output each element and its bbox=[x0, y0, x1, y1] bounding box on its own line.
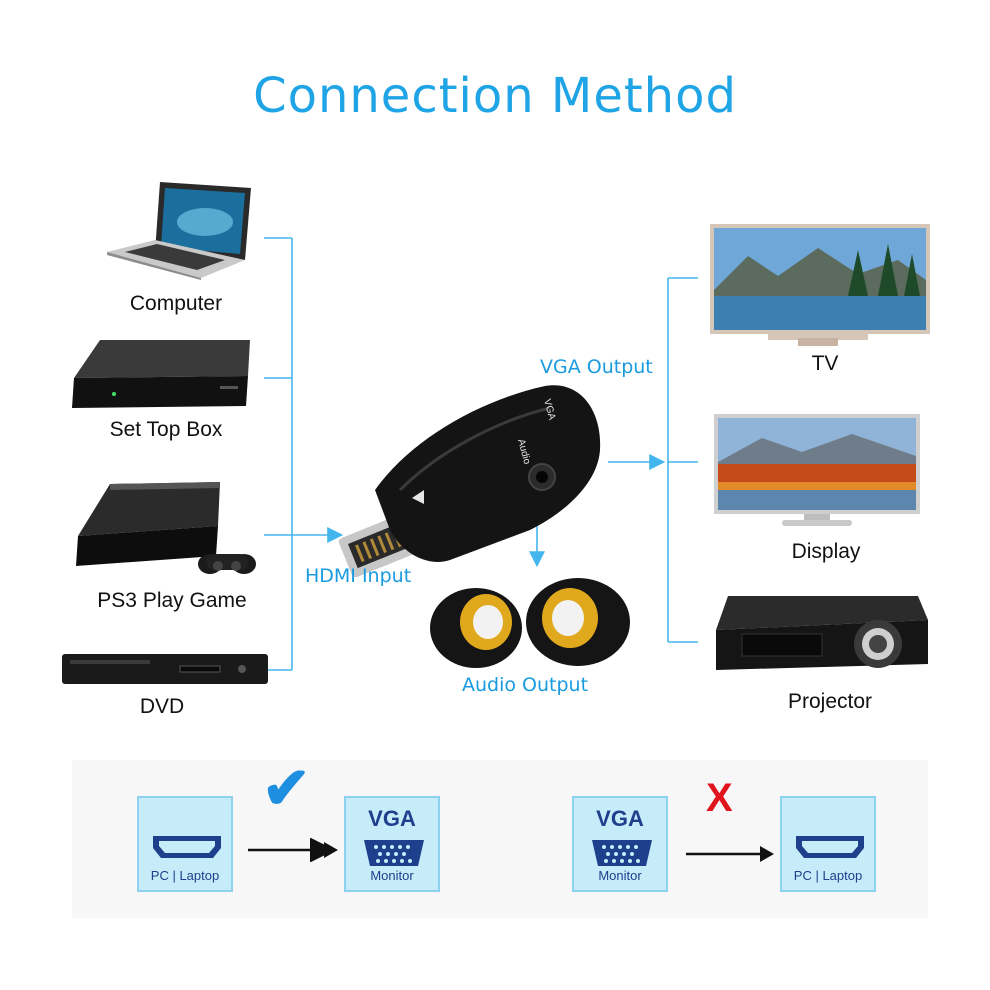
dvd-player-icon bbox=[62, 654, 268, 684]
pc-laptop-hdmi-box: PC | Laptop bbox=[137, 796, 233, 892]
output-label-tv: TV bbox=[811, 352, 839, 375]
ps3-console-icon bbox=[76, 482, 256, 574]
audio-output-label: Audio Output bbox=[462, 674, 589, 696]
vga-monitor-box: VGA Monitor bbox=[344, 796, 440, 892]
adapter-vga-mark: VGA bbox=[541, 398, 557, 422]
pc-laptop-hdmi-box-2: PC | Laptop bbox=[780, 796, 876, 892]
laptop-icon bbox=[107, 182, 251, 280]
hdmi-port-icon-2 bbox=[796, 836, 864, 858]
projector-icon bbox=[716, 596, 928, 670]
check-mark-icon: ✔ bbox=[262, 756, 311, 821]
source-label-computer: Computer bbox=[129, 292, 223, 315]
monitor-label: Monitor bbox=[370, 868, 414, 883]
source-label-ps3: PS3 Play Game bbox=[97, 589, 247, 612]
output-label-display: Display bbox=[791, 540, 861, 563]
arrow-ok-icon bbox=[248, 838, 338, 862]
page-title: Connection Method bbox=[253, 68, 737, 124]
display-monitor-icon bbox=[714, 414, 920, 526]
output-label-projector: Projector bbox=[787, 690, 873, 713]
hdmi-port-icon bbox=[153, 836, 221, 858]
tv-icon bbox=[710, 224, 930, 346]
vga-monitor-box-2: VGA Monitor bbox=[572, 796, 668, 892]
speakers-icon bbox=[430, 578, 630, 668]
pc-laptop-label: PC | Laptop bbox=[150, 868, 220, 883]
vga-box-title: VGA bbox=[368, 806, 416, 831]
source-label-dvd: DVD bbox=[139, 695, 185, 718]
hdmi-input-label: HDMI Input bbox=[305, 565, 412, 587]
cross-mark-icon: X bbox=[706, 776, 733, 820]
vga-port-icon bbox=[364, 840, 424, 866]
arrow-bad-icon bbox=[686, 846, 774, 862]
vga-port-icon-2 bbox=[592, 840, 652, 866]
hdmi-vga-adapter-icon: VGA Audio bbox=[338, 385, 601, 578]
set-top-box-icon bbox=[72, 340, 250, 408]
monitor-label-2: Monitor bbox=[598, 868, 642, 883]
vga-output-label: VGA Output bbox=[540, 356, 653, 378]
pc-laptop-label-2: PC | Laptop bbox=[793, 868, 863, 883]
vga-box-title-2: VGA bbox=[596, 806, 644, 831]
source-label-set-top-box: Set Top Box bbox=[109, 418, 223, 441]
